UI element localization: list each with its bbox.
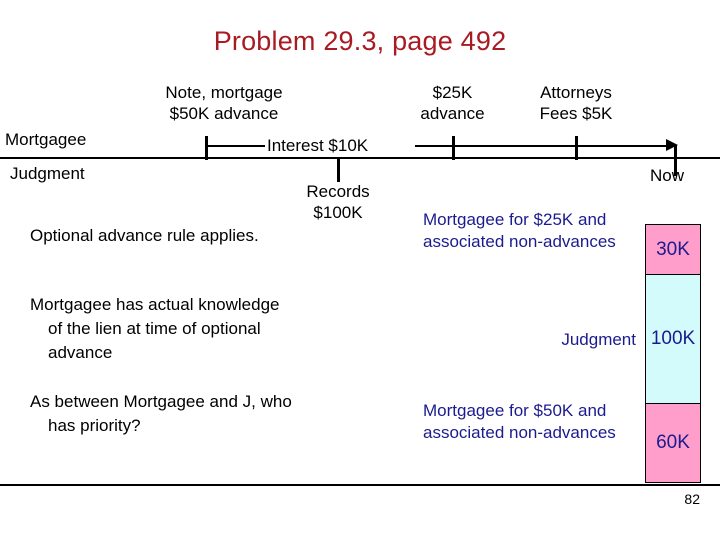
timeline-bracket-left: [205, 145, 265, 147]
bullet-item-2: Mortgagee has actual knowledge of the li…: [0, 293, 420, 365]
timeline-label-attorneys-fees: Attorneys Fees $5K: [506, 82, 646, 124]
timeline-label-records-line2: $100K: [313, 203, 363, 223]
timeline-label-fees-line2: Fees $5K: [539, 104, 613, 124]
timeline-arrow-icon: [666, 139, 678, 151]
timeline-label-now: Now: [650, 166, 685, 185]
bullet-item-3: As between Mortgagee and J, who has prio…: [0, 390, 420, 438]
timeline-label-records-line1: Records: [306, 182, 370, 201]
bullet-2-line3: advance: [48, 343, 113, 363]
timeline-label-25k-line2: advance: [420, 104, 485, 124]
timeline-bracket-right: [452, 145, 677, 147]
bar-segment-100k: 100K: [646, 275, 700, 404]
bullet-2-line2: of the lien at time of optional: [48, 319, 261, 339]
timeline-label-25k-line1: $25K: [432, 83, 473, 102]
timeline-label-25k-advance: $25K advance: [380, 82, 525, 124]
bullet-1-line1: Optional advance rule applies.: [30, 226, 259, 245]
timeline-label-fees-line1: Attorneys: [540, 83, 612, 102]
annotation-mortgagee-50k: Mortgagee for $50K and associated non-ad…: [423, 401, 616, 443]
page-title: Problem 29.3, page 492: [213, 26, 507, 56]
timeline-label-note-mortgage-line1: Note, mortgage: [165, 83, 283, 102]
timeline-label-judgment: Judgment: [10, 164, 85, 183]
timeline-label-records: Records $100K: [268, 181, 408, 223]
bullet-3-line1: As between Mortgagee and J, who: [30, 392, 292, 411]
timeline-tick-note-mortgage: [205, 136, 208, 160]
timeline-label-note-mortgage: Note, mortgage $50K advance: [104, 82, 344, 124]
timeline-label-mortgagee: Mortgagee: [5, 130, 87, 149]
timeline-label-interest: Interest $10K: [265, 136, 371, 156]
timeline-tick-records: [337, 158, 340, 182]
timeline-tick-attorneys-fees: [575, 136, 578, 160]
bullet-2-line1: Mortgagee has actual knowledge: [30, 295, 280, 314]
footer-divider: [0, 484, 720, 486]
bullet-3-line2: has priority?: [48, 416, 141, 436]
annotation-judgment: Judgment: [561, 330, 636, 349]
stacked-bar-chart: 30K 100K 60K: [645, 224, 701, 483]
timeline-tick-now: [674, 146, 677, 176]
timeline-bracket-mid: [415, 145, 455, 147]
annotation-mortgagee-25k: Mortgagee for $25K and associated non-ad…: [423, 210, 616, 252]
timeline-tick-25k-advance: [452, 136, 455, 160]
page-number: 82: [684, 491, 700, 507]
bar-segment-30k: 30K: [646, 225, 700, 275]
bar-segment-60k: 60K: [646, 404, 700, 482]
timeline-label-note-mortgage-line2: $50K advance: [169, 104, 279, 124]
bullet-item-1: Optional advance rule applies.: [0, 224, 420, 248]
timeline-axis: [0, 157, 720, 159]
